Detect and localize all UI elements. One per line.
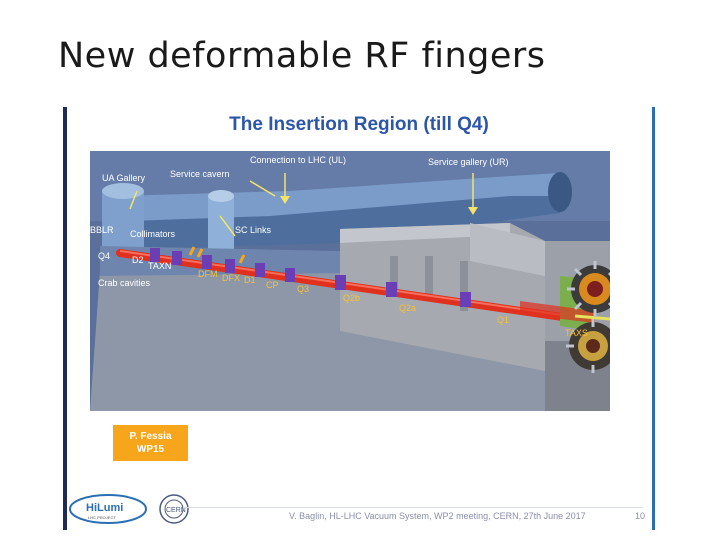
label-dfm: DFM [198,269,218,279]
magnet-d2 [172,251,182,265]
label-service-gallery: Service gallery (UR) [428,157,509,167]
insertion-region-figure: The Insertion Region (till Q4) [63,107,655,530]
left-accent-stripe [63,107,67,530]
footer-citation: V. Baglin, HL-LHC Vacuum System, WP2 mee… [289,511,586,521]
beam-pipe [116,249,594,325]
attribution-badge: P. Fessia WP15 [113,425,188,461]
label-collimators: Collimators [130,229,176,239]
page-number: 10 [635,511,646,521]
label-dfx: DFX [222,273,240,283]
magnet-q1 [460,292,471,307]
label-sc-links: SC Links [235,225,272,235]
label-q4: Q4 [98,251,110,261]
label-q1: Q1 [497,315,509,325]
detector-icon [566,319,610,373]
magnet-q3 [285,268,295,282]
svg-text:LHC PROJECT: LHC PROJECT [88,515,116,520]
magnet-q2b [335,275,346,290]
label-q2b: Q2b [343,293,360,303]
label-connection: Connection to LHC (UL) [250,155,346,165]
label-q2a: Q2a [399,303,416,313]
label-ua-gallery: UA Gallery [102,173,146,183]
label-cp: CP [266,280,279,290]
magnet-cp [255,263,265,277]
figure-title: The Insertion Region (till Q4) [229,114,489,135]
detector-icon [567,261,610,317]
label-service-cavern: Service cavern [170,169,230,179]
service-cavern-shaft [208,196,234,256]
right-accent-stripe [652,107,655,530]
label-d2: D2 [132,255,144,265]
label-d1: D1 [244,275,256,285]
svg-text:HiLumi: HiLumi [86,502,123,514]
label-bblr: BBLR [90,225,114,235]
attribution-name: P. Fessia [129,431,172,442]
label-taxn: TAXN [148,261,171,271]
label-q3: Q3 [297,284,309,294]
svg-text:CERN: CERN [166,507,186,514]
hilumi-logo-icon: HiLumi LHC PROJECT [69,494,147,524]
footer-divider [183,507,643,508]
label-taxs: TAXS [565,328,588,338]
insertion-region-diagram: Connection to LHC (UL) Service gallery (… [90,151,610,411]
magnet-q2a [386,282,397,297]
attribution-wp: WP15 [136,444,165,455]
cern-logo-icon: CERN [159,494,189,524]
slide-title: New deformable RF fingers [58,36,546,76]
label-crab-cavities: Crab cavities [98,278,151,288]
magnet-q4 [150,248,160,262]
magnet-d1 [225,259,235,273]
